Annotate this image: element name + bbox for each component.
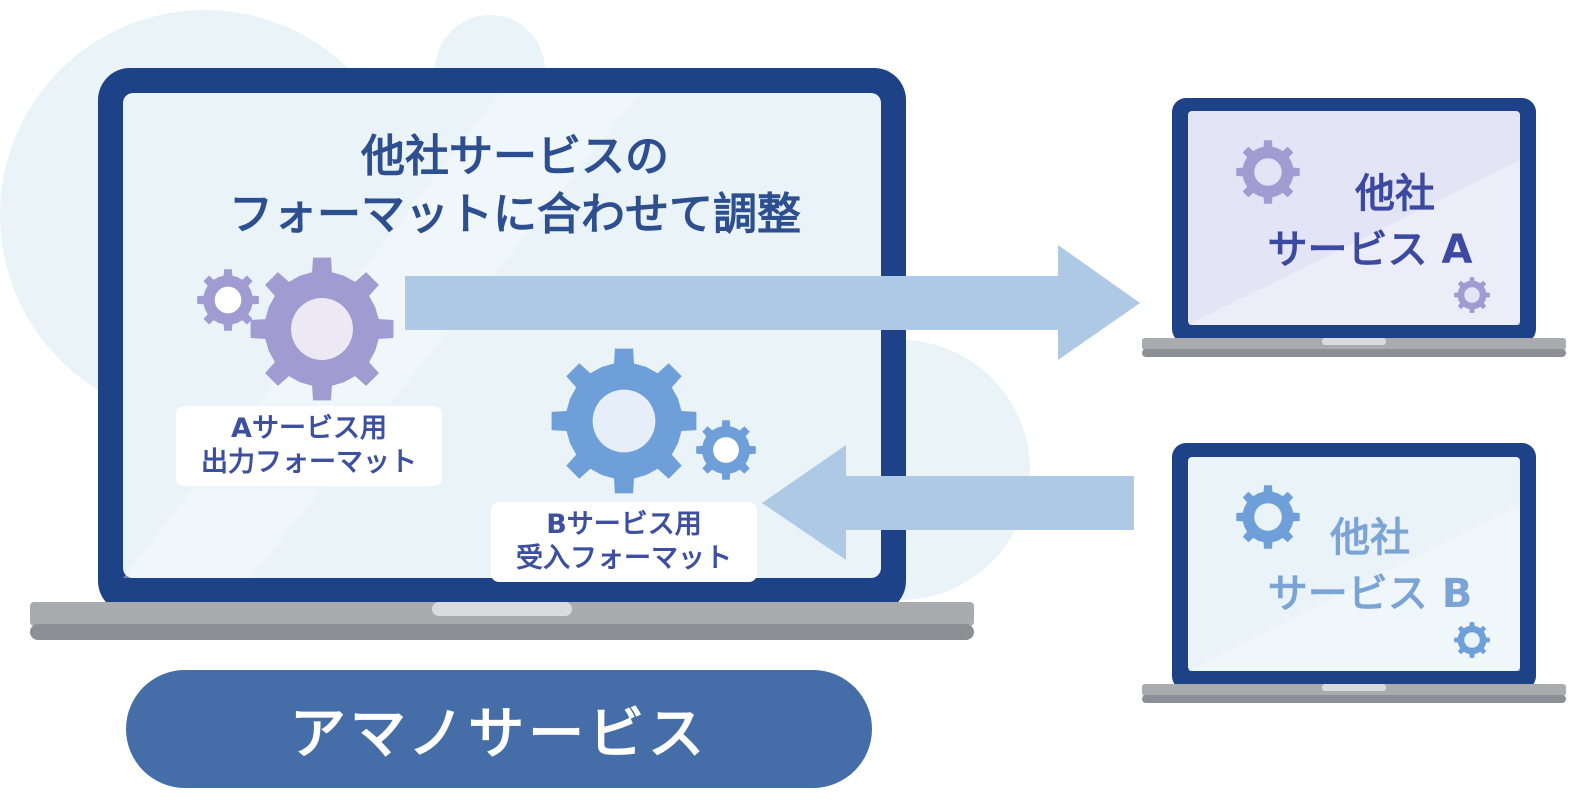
arrow-right-icon: [405, 245, 1140, 360]
main-title-line2: フォーマットに合わせて調整: [229, 189, 801, 240]
gear-icon: [551, 348, 697, 494]
main-title: 他社サービスの フォーマットに合わせて調整: [160, 128, 870, 244]
brand-pill: アマノサービス: [126, 670, 872, 788]
gear-icon: [197, 269, 259, 331]
gear-icon: [250, 257, 394, 401]
main-title-line1: 他社サービスの: [361, 131, 669, 182]
service-a-label: 他社 サービス A: [1240, 166, 1500, 278]
input-format-label-line1: Bサービス用: [546, 509, 702, 540]
service-a-label-line1: 他社: [1355, 171, 1435, 217]
gear-icon: [1454, 277, 1490, 313]
gear-icon: [696, 420, 756, 480]
gear-icon: [1236, 485, 1300, 549]
input-format-label-line2: 受入フォーマット: [516, 543, 732, 574]
gear-icon: [1454, 622, 1490, 658]
arrow-left-icon: [762, 445, 1134, 560]
service-a-label-line2: サービス A: [1267, 227, 1473, 273]
output-format-label-line1: Aサービス用: [231, 413, 387, 444]
output-format-label: Aサービス用 出力フォーマット: [176, 406, 442, 486]
input-format-label: Bサービス用 受入フォーマット: [491, 502, 757, 582]
output-format-label-line2: 出力フォーマット: [201, 447, 417, 478]
service-b-label-line2: サービス B: [1267, 571, 1473, 617]
brand-name: アマノサービス: [289, 701, 709, 767]
service-b-label-line1: 他社: [1330, 515, 1410, 561]
service-b-label: 他社 サービス B: [1240, 510, 1500, 622]
gear-icon: [1236, 140, 1300, 204]
